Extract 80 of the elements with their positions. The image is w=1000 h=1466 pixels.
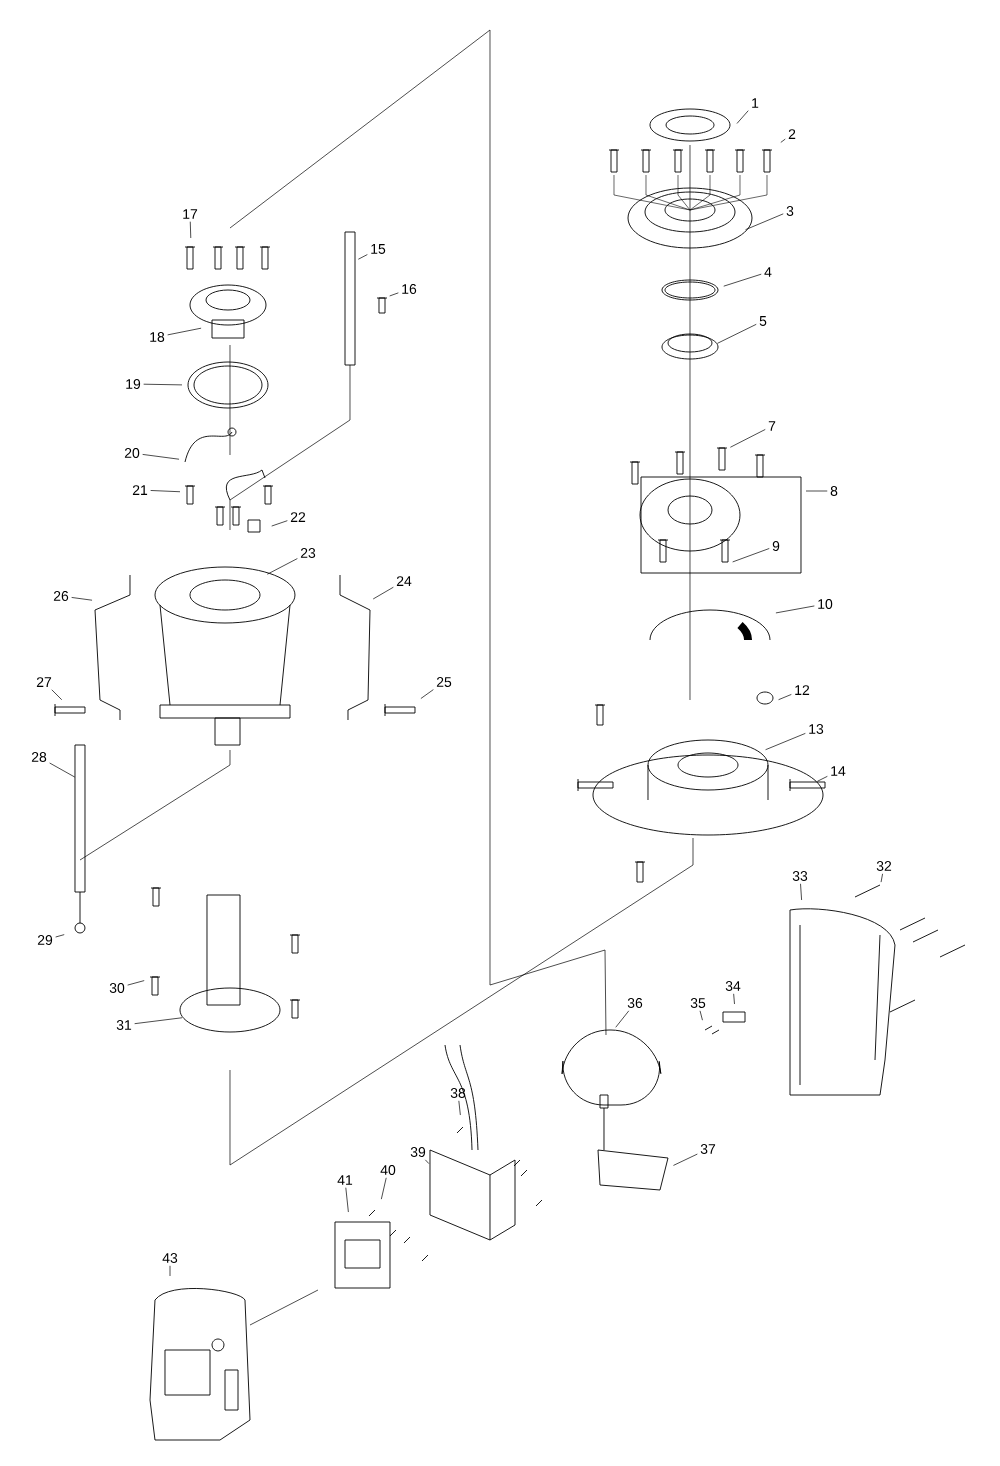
leader-line — [167, 327, 202, 336]
callout-number: 2 — [788, 129, 796, 139]
callout-number: 13 — [809, 724, 824, 734]
leader-line — [717, 323, 757, 344]
leader-line — [71, 597, 93, 601]
leader-line — [142, 454, 180, 460]
leader-line — [127, 980, 145, 986]
leader-line — [800, 883, 802, 901]
callout-number: 17 — [183, 209, 198, 219]
leader-line — [732, 548, 770, 563]
callout-number: 43 — [162, 1253, 178, 1263]
leader-line — [458, 1100, 461, 1116]
callout-number: 16 — [402, 284, 417, 294]
callout-number: 23 — [300, 548, 316, 558]
callout-number: 28 — [31, 752, 47, 762]
callout-number: 3 — [786, 206, 794, 216]
callout-number: 27 — [36, 677, 52, 687]
leader-line — [372, 586, 394, 600]
leader-line — [745, 213, 784, 231]
callout-number: 39 — [410, 1147, 426, 1157]
callout-number: 22 — [290, 512, 306, 522]
leader-line — [733, 993, 735, 1005]
callout-number: 8 — [830, 486, 838, 496]
leader-line — [134, 1017, 183, 1024]
callout-number: 31 — [116, 1020, 132, 1030]
callout-number: 7 — [768, 421, 776, 431]
leader-line — [765, 733, 806, 751]
callout-number: 21 — [132, 485, 148, 495]
leader-line — [271, 520, 288, 527]
leader-line — [805, 490, 828, 492]
callout-number: 9 — [772, 541, 780, 551]
callout-number: 38 — [450, 1088, 466, 1098]
leader-line — [424, 1159, 430, 1164]
leader-line — [615, 1010, 630, 1028]
leader-line — [150, 490, 181, 493]
callout-number: 36 — [627, 998, 643, 1008]
callout-number: 18 — [150, 332, 165, 342]
callout-number: 14 — [831, 766, 846, 776]
callout-number: 19 — [126, 379, 141, 389]
callout-number: 5 — [759, 316, 767, 326]
callout-number: 12 — [795, 685, 810, 695]
callout-number: 37 — [700, 1144, 716, 1154]
leader-line — [817, 775, 828, 782]
leader-line — [345, 1187, 349, 1213]
leader-line — [723, 273, 762, 287]
leader-line — [357, 254, 368, 260]
callout-number: 32 — [876, 861, 892, 871]
callout-number: 35 — [690, 998, 706, 1008]
callout-number: 10 — [818, 599, 833, 609]
callout-number: 40 — [380, 1165, 396, 1175]
leader-line — [49, 762, 76, 778]
callout-number: 26 — [53, 591, 69, 601]
leader-line — [55, 934, 65, 938]
leader-line — [778, 694, 792, 701]
leader-line — [420, 689, 434, 699]
leader-line — [673, 1153, 698, 1166]
leader-line — [169, 1265, 171, 1277]
leader-line — [699, 1010, 703, 1021]
leader-line — [51, 689, 63, 701]
leader-line — [266, 558, 298, 575]
leader-line — [380, 1177, 387, 1200]
callout-number: 25 — [436, 677, 452, 687]
leader-line — [730, 429, 766, 448]
callout-number: 41 — [337, 1175, 353, 1185]
leader-line — [736, 110, 749, 124]
leader-line — [775, 605, 815, 614]
callout-number: 24 — [396, 576, 412, 586]
callout-number: 1 — [752, 98, 759, 108]
callout-number: 4 — [764, 267, 772, 277]
leader-line — [189, 221, 192, 239]
leader-line — [780, 138, 786, 143]
callout-number: 30 — [109, 983, 125, 993]
callout-number: 33 — [792, 871, 808, 881]
callout-number: 34 — [725, 981, 741, 991]
callout-number: 29 — [37, 935, 53, 945]
callout-number: 20 — [124, 448, 140, 458]
callout-number: 15 — [371, 244, 386, 254]
leader-line — [389, 292, 399, 297]
leader-line — [880, 873, 883, 883]
leader-line — [143, 383, 183, 386]
